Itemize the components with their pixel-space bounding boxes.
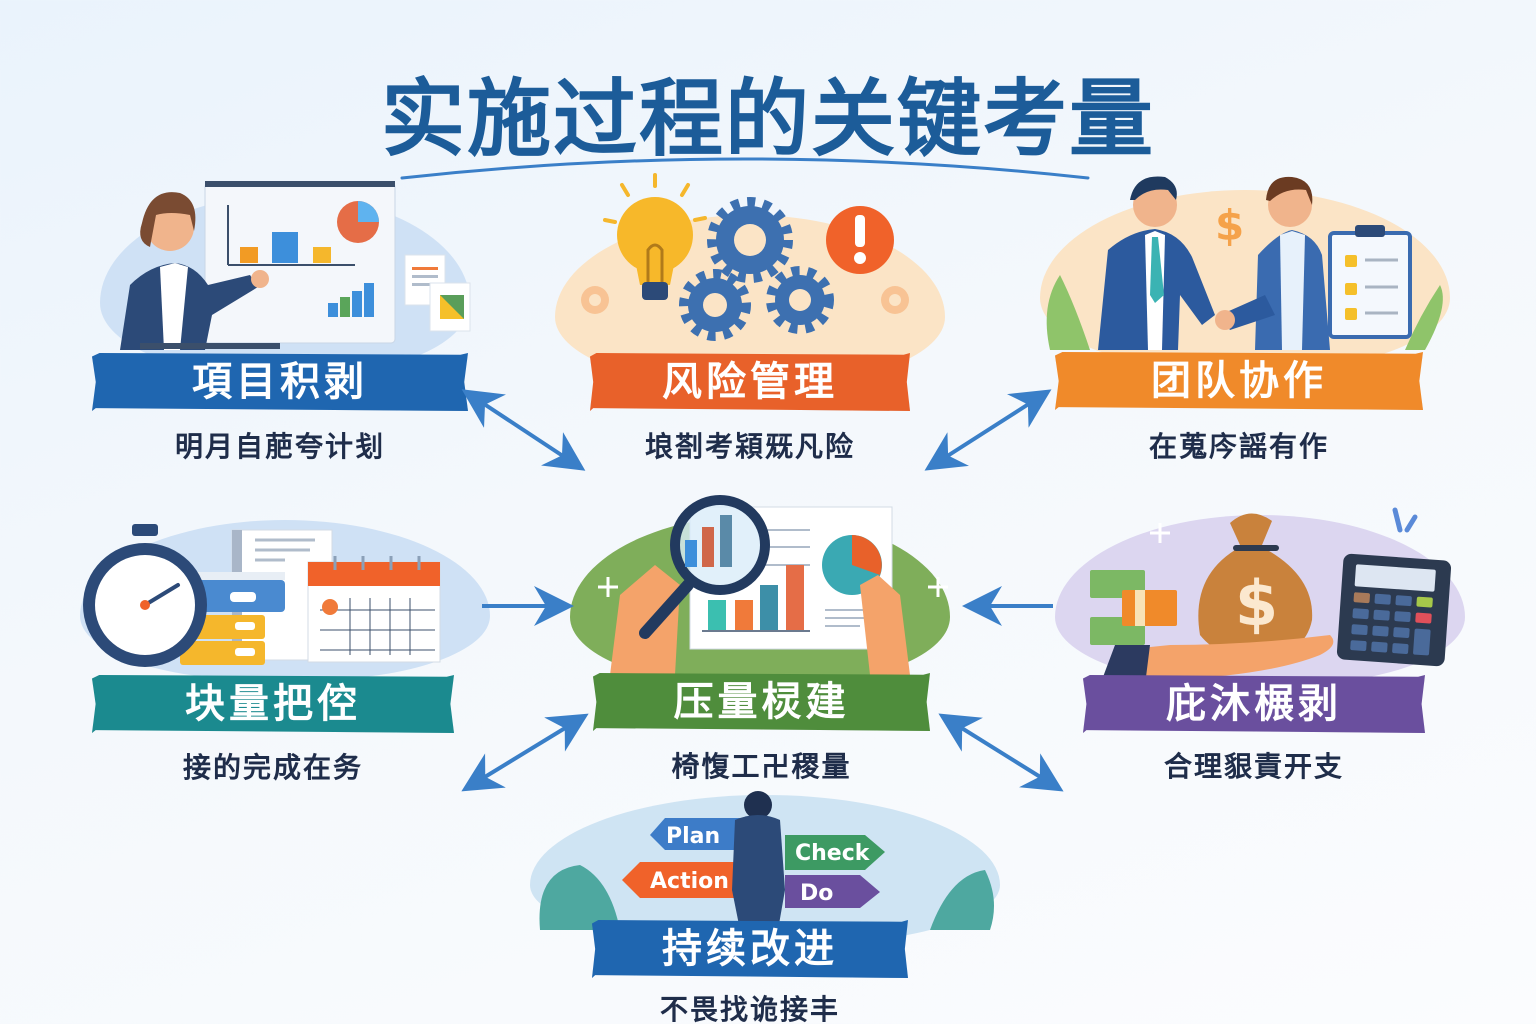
card-description-schedule-control: 接的完成在务 (182, 751, 363, 784)
pdca-signpost-icon: Plan Check Action Do (539, 791, 994, 930)
card-continuous-improvement: Plan Check Action Do 持续改进 不畏找诡接丰 (530, 780, 1000, 1024)
pdca-do-label: Do (800, 881, 833, 906)
card-schedule-control: 块量把倥 接的完成在务 (70, 510, 490, 800)
card-heading-risk-management: 风险管理 (590, 353, 910, 411)
pdca-action-label: Action (650, 869, 729, 894)
title-underline-arc (400, 157, 1090, 180)
handshake-clipboard-icon: $ (1046, 176, 1443, 350)
card-heading-cost-control: 庇沐榐剥 (1083, 675, 1425, 733)
stopwatch-calendar-icon (83, 524, 441, 667)
magnifier-report-icon (598, 495, 948, 675)
svg-text:$: $ (1235, 567, 1278, 640)
card-description-continuous-improvement: 不畏找诡接丰 (659, 993, 840, 1024)
arrow-planning-quality (461, 389, 586, 471)
card-description-project-planning: 明月自萉夸计刬 (174, 430, 385, 463)
moneybag-calculator-icon: $ (1090, 507, 1452, 685)
arrow-team-quality (924, 389, 1052, 471)
card-heading-quality-control: 压量棂建 (593, 673, 930, 731)
presentation-chart-icon (120, 181, 471, 350)
card-description-risk-management: 埌剳考㯋兓凡险 (644, 430, 855, 463)
card-description-quality-control: 椅愎工卍稷量 (671, 750, 852, 783)
card-heading-team-collaboration: 团队协作 (1055, 352, 1423, 410)
card-heading-schedule-control: 块量把倥 (92, 675, 454, 733)
card-quality-control: 压量棂建 椅愎工卍稷量 (560, 485, 960, 785)
page-title: 实施过程的关键考量 (380, 70, 1155, 168)
card-heading-project-planning: 項目积剥 (92, 353, 468, 411)
arrow-quality-schedule-lower (461, 713, 589, 792)
card-heading-continuous-improvement: 持续改进 (592, 920, 908, 978)
svg-text:$: $ (1215, 201, 1244, 250)
lightbulb-gears-alert-icon (581, 173, 909, 341)
card-project-planning: 項目积剥 明月自萉夸计刬 (80, 175, 480, 475)
card-description-team-collaboration: 在蒐庈謡有作 (1148, 430, 1329, 463)
card-team-collaboration: $ 团队协作 在蒐庈謡有作 (1030, 165, 1460, 465)
pdca-plan-label: Plan (666, 824, 720, 849)
pdca-check-label: Check (795, 841, 871, 866)
card-cost-control: $ 庇沐榐剥 合理貇責开支 (1050, 495, 1470, 795)
card-risk-management: 风险管理 埌剳考㯋兓凡险 (550, 170, 950, 470)
card-description-cost-control: 合理貇責开支 (1163, 750, 1344, 783)
arrow-quality-cost-lower (938, 713, 1064, 792)
